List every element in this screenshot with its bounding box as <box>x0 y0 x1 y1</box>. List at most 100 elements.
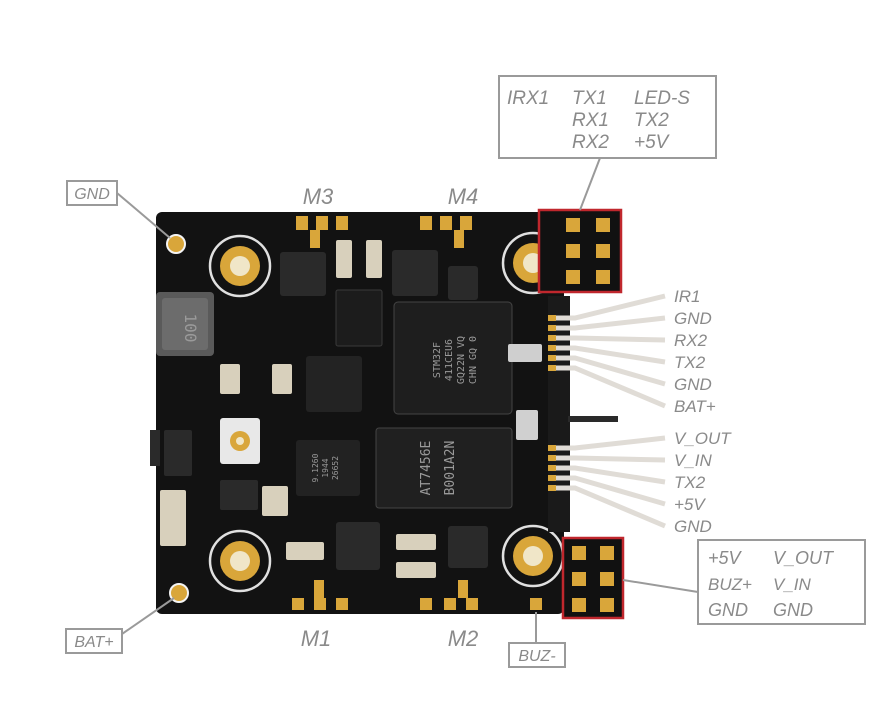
pin-label: BAT+ <box>674 397 716 416</box>
capacitor-icon <box>220 364 240 394</box>
connector-pin <box>548 355 556 361</box>
wire <box>552 455 666 463</box>
svg-text:26652: 26652 <box>331 456 340 480</box>
svg-text:BAT+: BAT+ <box>74 634 113 651</box>
bottom-box-cell: V_OUT <box>773 548 835 568</box>
connector-pin <box>548 455 556 461</box>
gnd-callout: GND <box>66 180 171 239</box>
svg-text:B001A2N: B001A2N <box>443 441 458 496</box>
wire <box>552 475 666 507</box>
wire <box>552 335 666 343</box>
wire <box>552 315 666 331</box>
wire <box>552 435 666 451</box>
wire <box>552 365 666 409</box>
motor-pads <box>292 216 542 610</box>
wire <box>552 293 666 321</box>
crystal-icon <box>508 344 542 362</box>
svg-text:AT7456E: AT7456E <box>419 441 434 496</box>
svg-text:411CEU6: 411CEU6 <box>444 339 455 381</box>
motor-label-m1: M1 <box>301 626 332 651</box>
top-box-cell: RX2 <box>572 132 609 153</box>
top-box-cell: +5V <box>634 132 671 153</box>
connector-pin <box>548 485 556 491</box>
capacitor-icon <box>286 542 324 560</box>
connector-pin <box>548 365 556 371</box>
connector-icon <box>220 418 260 464</box>
capacitor-icon <box>396 534 436 550</box>
chip-icon <box>392 250 438 296</box>
pin-label: +5V <box>674 495 706 514</box>
pin-label: V_IN <box>674 451 713 470</box>
wire <box>552 355 666 387</box>
pin-label: IR1 <box>674 287 700 306</box>
capacitor-icon <box>336 240 352 278</box>
pin-label: RX2 <box>674 331 708 350</box>
top-box-cell: IRX1 <box>507 88 549 109</box>
connector-pin <box>548 345 556 351</box>
mcu-chip: STM32F 411CEU6 GQ22N VQ CHN GQ 0 <box>393 301 513 415</box>
bottom-pinout-box: +5V V_OUT BUZ+ V_IN GND GND <box>622 539 866 625</box>
baro-chip: 9.1260 1944 26652 <box>296 440 360 496</box>
buz-minus-callout: BUZ- <box>508 612 566 668</box>
mounting-hole-icon <box>501 524 565 588</box>
osd-chip: AT7456E B001A2N <box>375 427 513 509</box>
chip-icon <box>306 356 362 412</box>
capacitor-icon <box>272 364 292 394</box>
chip-icon <box>220 480 258 510</box>
svg-text:STM32F: STM32F <box>432 342 443 378</box>
pin-label: GND <box>674 375 712 394</box>
wire <box>552 465 666 485</box>
capacitor-icon <box>262 486 288 516</box>
pin-label: GND <box>674 517 712 536</box>
motor-label-m3: M3 <box>303 184 334 209</box>
capacitor-icon <box>396 562 436 578</box>
connector-pin <box>548 445 556 451</box>
chip-icon <box>164 430 192 476</box>
connector-pin <box>548 335 556 341</box>
chip-icon <box>448 526 488 568</box>
top-box-cell: TX2 <box>634 110 669 131</box>
wire <box>552 485 666 529</box>
svg-text:BUZ-: BUZ- <box>518 648 555 665</box>
mounting-holes <box>208 231 565 593</box>
side-connector <box>548 293 666 532</box>
chip-icon <box>336 522 380 570</box>
mounting-hole-icon <box>208 234 272 298</box>
top-pinout-box: IRX1 TX1 LED-S RX1 TX2 RX2 +5V <box>498 75 717 211</box>
pin-label: V_OUT <box>674 429 732 448</box>
chip-icon <box>280 252 326 296</box>
bottom-box-cell: +5V <box>708 548 743 568</box>
connector-pin <box>548 475 556 481</box>
mounting-hole-icon <box>208 529 272 593</box>
svg-text:9.1260: 9.1260 <box>311 453 320 482</box>
svg-text:GQ22N VQ: GQ22N VQ <box>456 336 467 384</box>
chip-icon <box>335 289 383 347</box>
top-box-cell: RX1 <box>572 110 609 131</box>
bottom-pad-block <box>561 536 625 620</box>
capacitor-icon <box>160 490 186 546</box>
capacitor-icon <box>366 240 382 278</box>
bottom-box-cell: GND <box>708 600 748 620</box>
top-box-cell: TX1 <box>572 88 607 109</box>
chip-icon <box>448 266 478 300</box>
connector-pin <box>548 325 556 331</box>
bat-plus-callout: BAT+ <box>65 597 175 654</box>
chip-icon: 100 <box>156 292 214 356</box>
inductor-label: 100 <box>181 314 200 343</box>
motor-label-m4: M4 <box>448 184 479 209</box>
svg-text:1944: 1944 <box>321 458 330 477</box>
motor-label-m2: M2 <box>448 626 479 651</box>
bat-plus-pad-icon <box>169 583 189 603</box>
connector-pin <box>548 315 556 321</box>
top-pad-block <box>537 208 623 294</box>
svg-text:GND: GND <box>74 186 110 203</box>
pin-label: TX2 <box>674 473 706 492</box>
pin-label: GND <box>674 309 712 328</box>
top-box-cell: LED-S <box>634 88 690 109</box>
bottom-box-cell: V_IN <box>773 575 812 594</box>
gnd-pad-icon <box>166 234 186 254</box>
bottom-box-cell: BUZ+ <box>708 575 752 594</box>
svg-text:CHN GQ 0: CHN GQ 0 <box>468 336 479 384</box>
